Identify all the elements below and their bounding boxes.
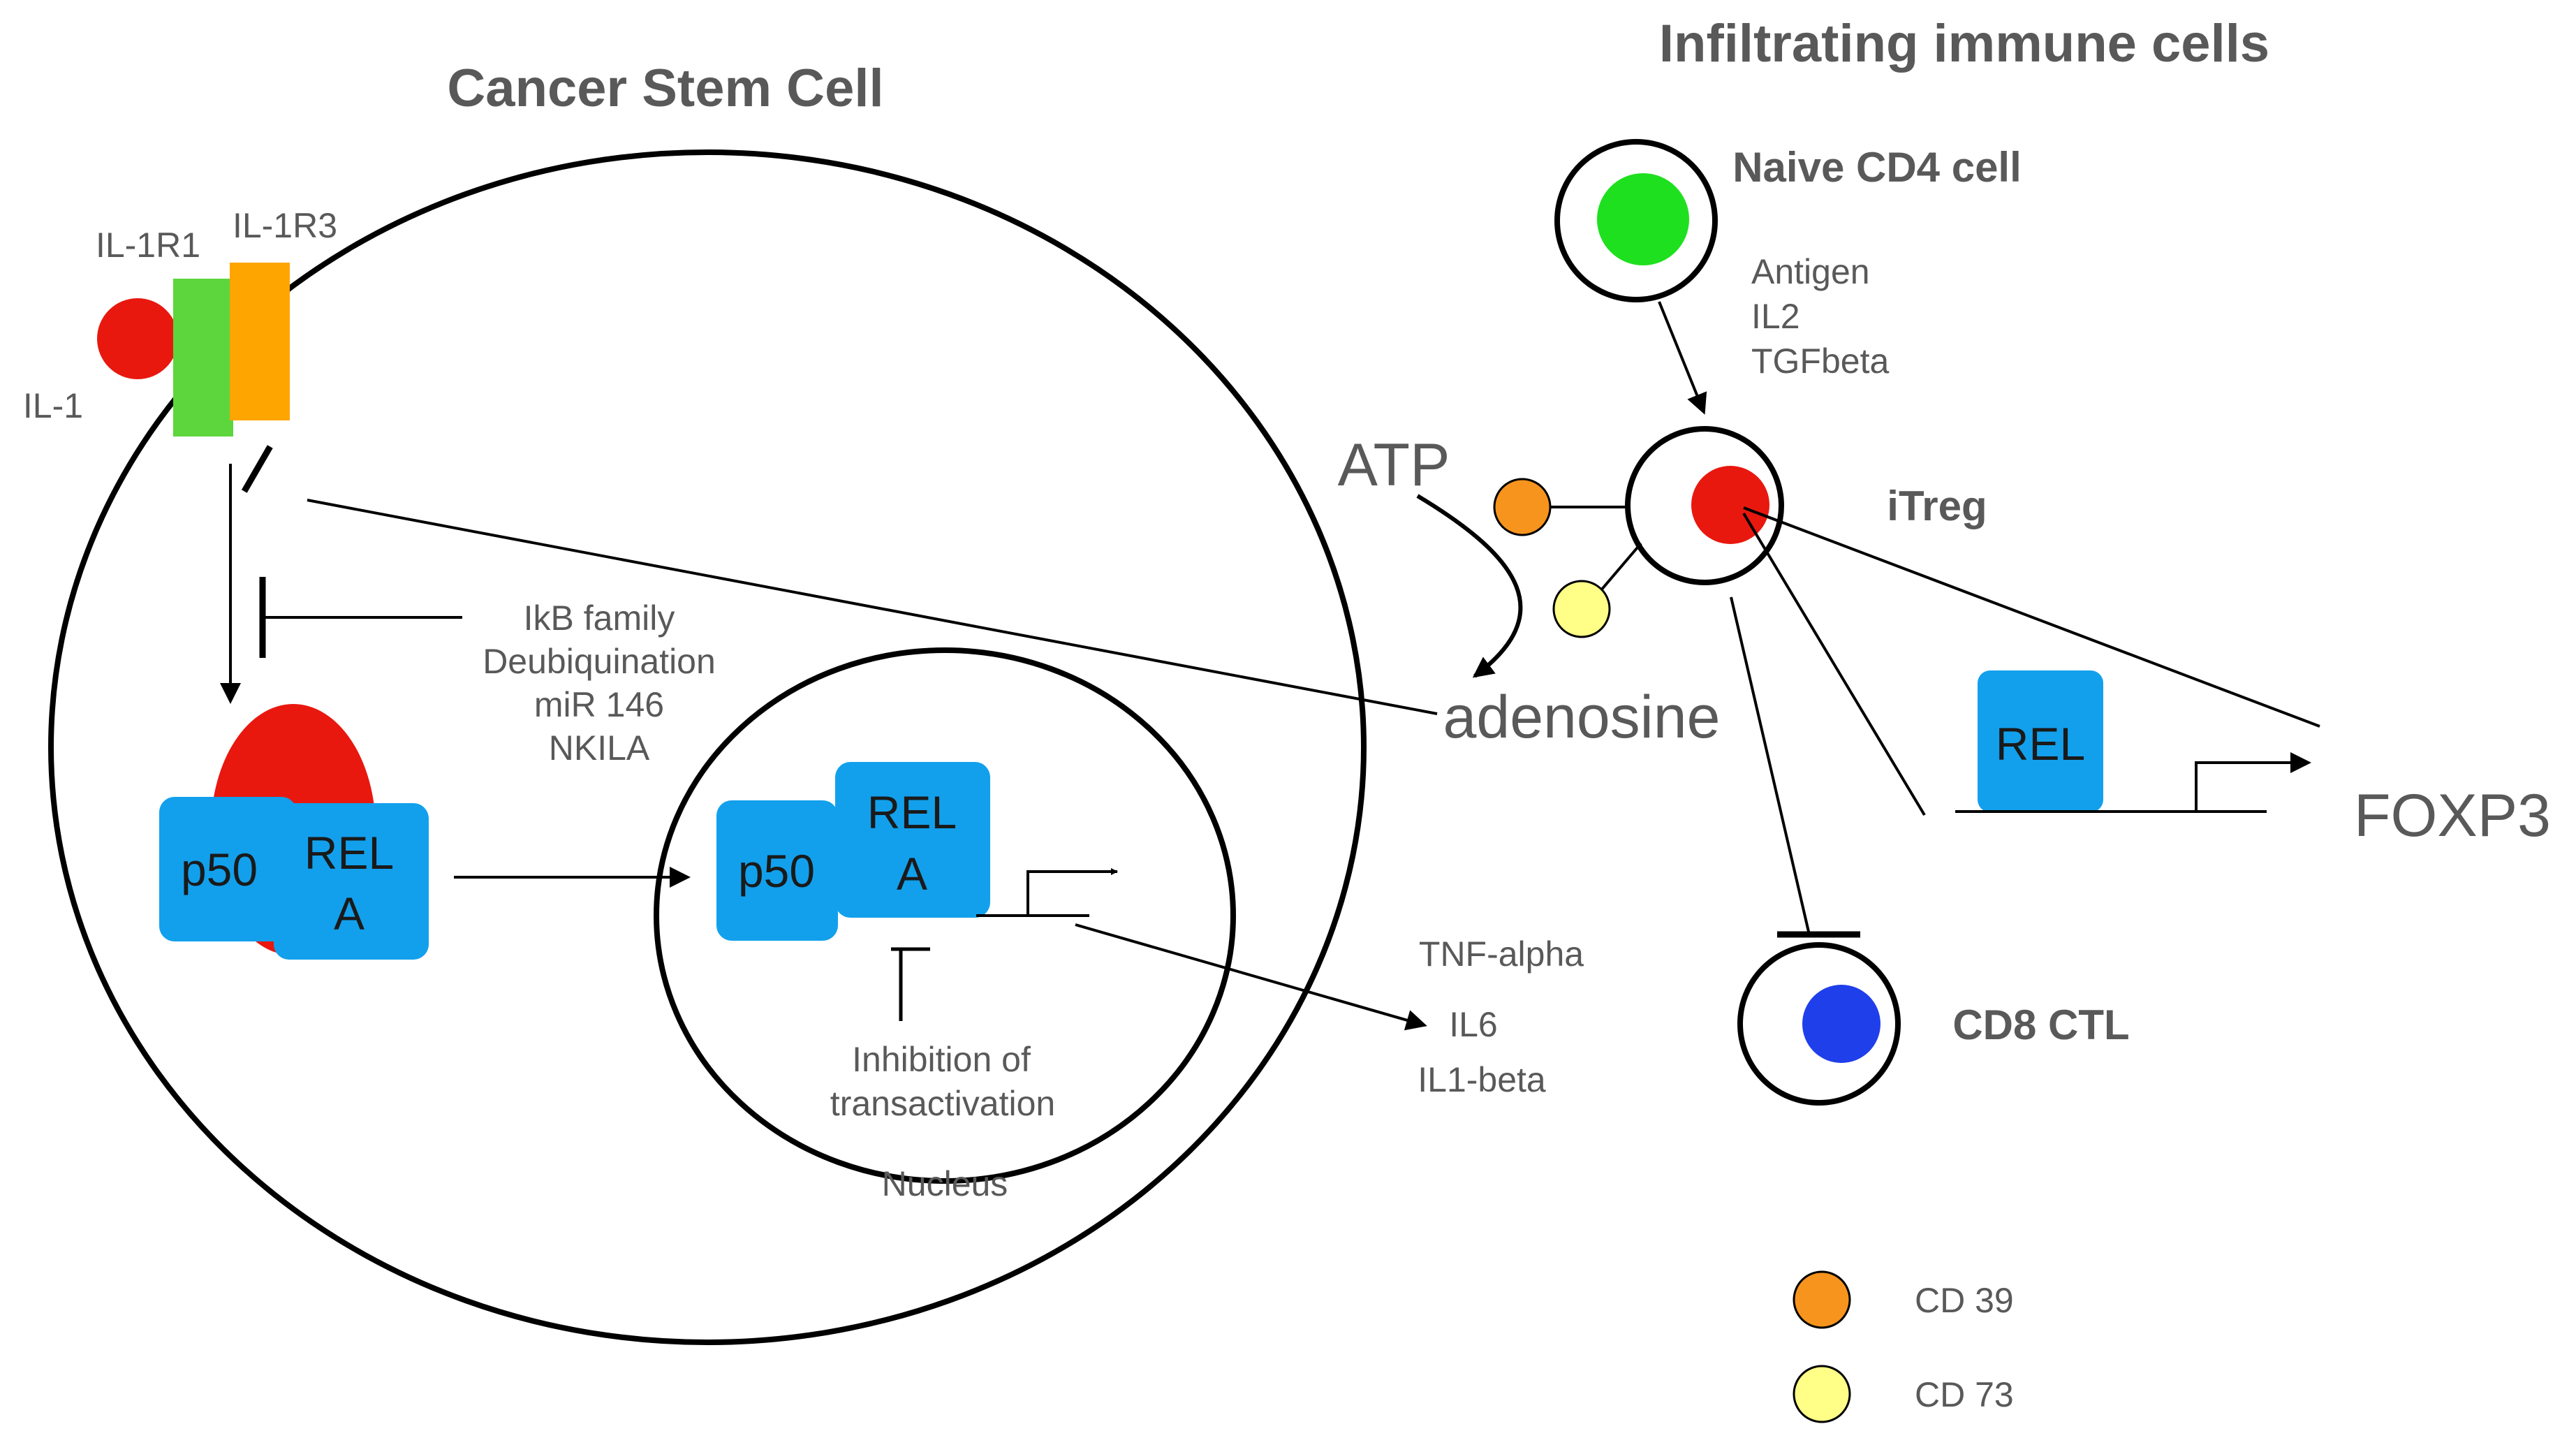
cytoplasm-p50-box [159,797,297,941]
cytoplasm-rela-box [274,803,429,960]
il1-label: IL-1 [23,386,83,425]
rel-label: REL [1996,718,2085,770]
il1r3-receptor [230,263,290,420]
il2-label: IL2 [1751,297,1800,336]
il1-ligand [97,298,178,379]
cancer-stem-cell-membrane [48,149,1367,1345]
inhibitor-ikb-family: IkB family [524,599,675,638]
nucleus-p50-box [716,800,838,941]
antigen-label: Antigen [1751,252,1870,291]
cytokine-output-arrow [1075,923,1427,1031]
cd8-ctl-label: CD8 CTL [1952,1002,2129,1048]
itreg-foxp3-line [1743,506,2320,728]
legend-cd73-label: CD 73 [1915,1375,2014,1414]
inhibitor-mir146: miR 146 [534,685,664,724]
inhibition-of-transactivation-line2: transactivation [830,1084,1055,1123]
cd8-cell-membrane [1737,942,1901,1106]
cytoplasm-p50-label: p50 [181,844,258,895]
naive-cd4-cell-membrane [1554,139,1718,302]
cd73-stalk [1599,542,1642,592]
infiltrating-immune-cells-title: Infiltrating immune cells [1659,14,2269,73]
cd8-cell-core [1802,985,1881,1063]
cancer-stem-cell-title: Cancer Stem Cell [447,59,883,118]
foxp3-transcription-start-arrow [2195,752,2311,812]
naive-to-itreg-arrow [1658,301,1707,415]
nucleus-p50-label: p50 [738,845,815,897]
legend-cd73-swatch [1793,1365,1851,1423]
foxp3-label: FOXP3 [2354,782,2551,849]
cytoplasm-rela-label-1: REL [304,827,394,879]
adenosine-label: adenosine [1443,684,1721,751]
atp-label: ATP [1338,432,1450,499]
cytokine-il6: IL6 [1449,1005,1498,1044]
nucleus-membrane [654,647,1236,1184]
inhibition-of-transactivation-line1: Inhibition of [852,1040,1031,1079]
cytoplasm-rela-label-2: A [334,888,365,939]
itreg-cd73 [1552,580,1611,638]
inhibitor-deubiquination: Deubiquination [483,642,716,681]
itreg-cd39 [1493,478,1552,536]
itreg-inhibition-line [1730,596,1810,932]
tgfbeta-label: TGFbeta [1751,342,1889,381]
atp-to-adenosine-arrow [1416,494,1523,678]
itreg-label: iTreg [1887,483,1987,529]
nucleus-transcription-start-arrow [1026,868,1118,916]
itreg-rel-line [1742,512,1926,816]
naive-cd4-cell-core [1597,173,1689,265]
il1r1-label: IL-1R1 [96,226,200,265]
naive-cd4-label: Naive CD4 cell [1732,144,2022,191]
nucleus-rela-box [835,762,990,918]
legend-cd39-label: CD 39 [1915,1281,2014,1320]
il1r3-label: IL-1R3 [233,206,337,245]
nucleus-rela-label-2: A [897,848,927,900]
il1r1-receptor [173,279,233,436]
nucleus-label: Nucleus [882,1164,1008,1203]
nucleus-rela-label-1: REL [867,786,957,838]
rel-box [1978,670,2103,812]
cytokine-il1-beta: IL1-beta [1418,1060,1546,1099]
itreg-cell-core [1691,466,1769,544]
adenosine-inhibition-line [307,499,1438,715]
cytokine-tnf-alpha: TNF-alpha [1419,934,1584,974]
inhibitor-nkila: NKILA [549,728,650,768]
adenosine-inhibition-bar [241,445,273,493]
legend-cd39-swatch [1793,1270,1851,1329]
